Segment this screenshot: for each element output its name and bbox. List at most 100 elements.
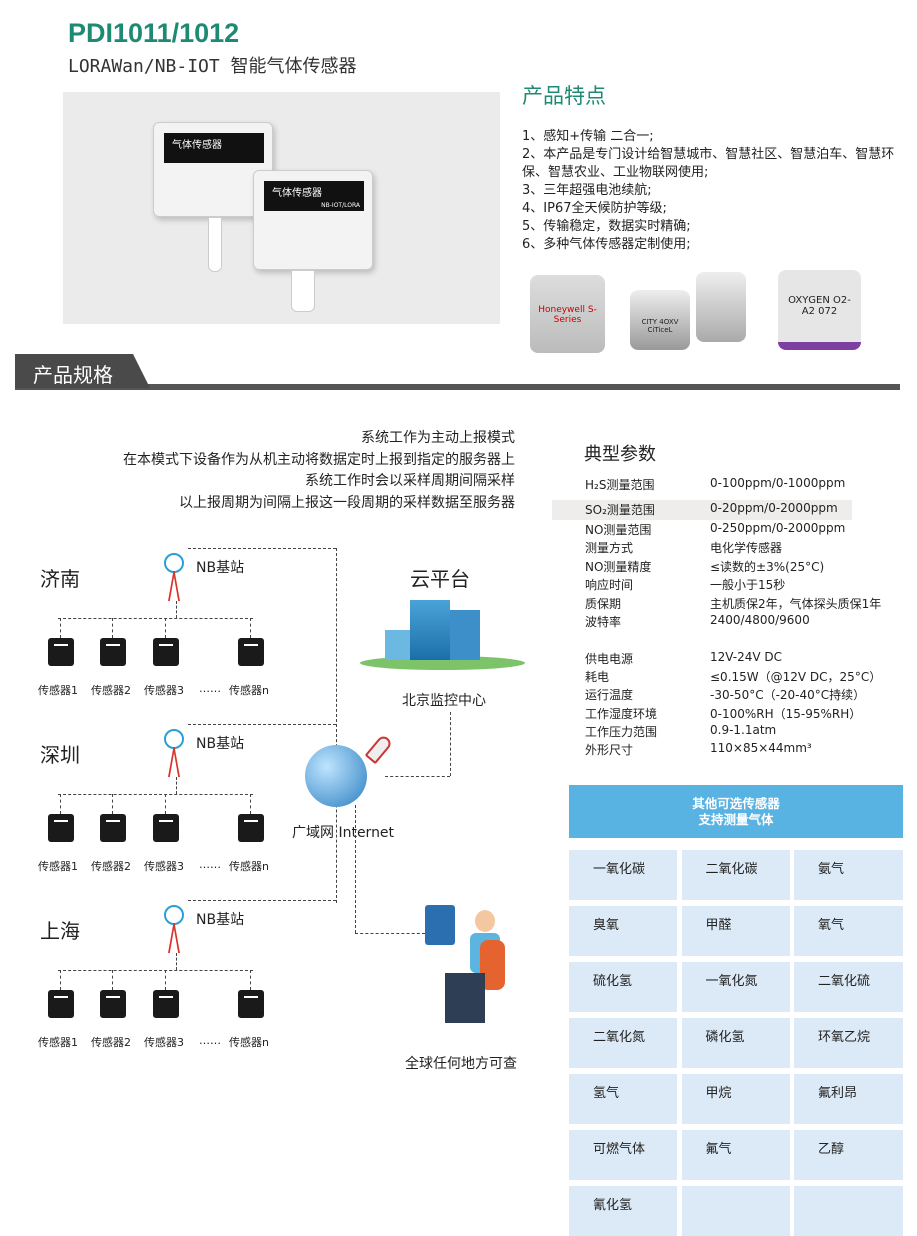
param-value: 0-250ppm/0-2000ppm <box>710 521 846 535</box>
dashed-link <box>355 805 356 933</box>
sensor-oxygen: OXYGEN O2-A2 072 <box>778 270 861 350</box>
param-value: 0.9-1.1atm <box>710 723 777 737</box>
param-value: -30-50°C（-20-40°C持续） <box>710 688 866 702</box>
cloud-label: 云平台 <box>410 567 470 591</box>
dashed-link <box>176 601 177 618</box>
mode-line: 在本模式下设备作为从机主动将数据定时上报到指定的服务器上 <box>123 451 515 468</box>
sensor-device-icon <box>100 638 126 666</box>
dashed-link <box>188 548 336 549</box>
dashed-link <box>188 724 336 725</box>
param-row: 响应时间一般小于15秒 <box>552 576 912 594</box>
device-label: 传感器n <box>229 684 269 697</box>
sensor-device-icon <box>238 990 264 1018</box>
sensor-device-icon <box>153 814 179 842</box>
nb-station-label: NB基站 <box>196 560 245 576</box>
param-key: 外形尺寸 <box>585 743 634 757</box>
dashed-link <box>176 953 177 970</box>
sensor-device-icon <box>100 814 126 842</box>
gas-cell: 氟利昂 <box>794 1074 903 1124</box>
probe <box>291 270 315 312</box>
feature-item: 3、三年超强电池续航; <box>522 183 652 198</box>
param-key: 工作湿度环境 <box>585 707 658 721</box>
gas-cell: 乙醇 <box>794 1130 903 1180</box>
param-key: NO测量精度 <box>585 560 652 574</box>
monitor-center-label: 北京监控中心 <box>402 693 486 709</box>
dashed-link <box>165 794 166 814</box>
mode-description: 系统工作为主动上报模式 在本模式下设备作为从机主动将数据定时上报到指定的服务器上… <box>35 428 515 514</box>
tower-icon <box>160 729 188 777</box>
gas-cell: 氨气 <box>794 850 903 900</box>
dashed-link <box>60 970 61 990</box>
device-label: 传感器3 <box>144 1036 184 1049</box>
sensor-device-icon <box>100 990 126 1018</box>
device-label: …… <box>199 858 221 871</box>
tower-icon <box>160 905 188 953</box>
gas-cell: 可燃气体 <box>569 1130 677 1180</box>
features-heading: 产品特点 <box>522 84 606 108</box>
dashed-link <box>176 777 177 794</box>
dashed-link <box>60 618 61 638</box>
device-label: 传感器3 <box>144 684 184 697</box>
param-key: H₂S测量范围 <box>585 478 655 492</box>
feature-item: 2、本产品是专门设计给智慧城市、智慧社区、智慧泊车、智慧环保、智慧农业、工业物联… <box>522 147 895 180</box>
gas-cell: 二氧化氮 <box>569 1018 677 1068</box>
param-key: 工作压力范围 <box>585 725 658 739</box>
param-key: 测量方式 <box>585 541 634 555</box>
features-list: 1、感知+传输 二合一; 2、本产品是专门设计给智慧城市、智慧社区、智慧泊车、智… <box>522 128 912 254</box>
device-label: 传感器2 <box>91 860 131 873</box>
gas-cell: 氰化氢 <box>569 1186 677 1236</box>
feature-item: 1、感知+传输 二合一; <box>522 129 654 144</box>
param-key: 运行温度 <box>585 688 634 702</box>
feature-item: 6、多种气体传感器定制使用; <box>522 237 691 252</box>
sensor-device-icon <box>153 990 179 1018</box>
nb-station-label: NB基站 <box>196 736 245 752</box>
sensor-device-icon <box>238 638 264 666</box>
params-heading: 典型参数 <box>584 444 656 465</box>
device-label: 传感器3 <box>144 860 184 873</box>
param-value: 110×85×44mm³ <box>710 741 812 755</box>
device-box-1: 气体传感器 <box>153 122 273 217</box>
param-key: 质保期 <box>585 597 622 611</box>
dashed-link <box>450 712 451 776</box>
dashed-link <box>112 794 113 814</box>
mode-line: 系统工作时会以采样周期间隔采样 <box>305 473 515 489</box>
city-name: 深圳 <box>40 743 80 767</box>
param-row: NO测量精度 ≤读数的±3%(25°C) <box>552 558 912 576</box>
section-divider <box>15 384 900 390</box>
cloud-platform-icon <box>360 600 525 670</box>
mode-line: 系统工作为主动上报模式 <box>361 430 515 446</box>
dashed-link <box>58 618 253 619</box>
dashed-link <box>250 970 251 990</box>
dashed-link <box>336 548 337 903</box>
device-label: …… <box>199 1034 221 1047</box>
gas-cell: 二氧化硫 <box>794 962 903 1012</box>
device-label: …… <box>199 682 221 695</box>
param-key: 波特率 <box>585 615 622 629</box>
param-row: 质保期主机质保2年，气体探头质保1年 <box>552 595 912 613</box>
param-row: 工作压力范围 0.9-1.1atm <box>552 723 912 741</box>
city-name: 济南 <box>40 567 80 591</box>
gas-cell: 一氧化碳 <box>569 850 677 900</box>
dashed-link <box>165 618 166 638</box>
param-value: ≤读数的±3%(25°C) <box>710 560 825 574</box>
product-subtitle: LORAWan/NB-IOT 智能气体传感器 <box>68 56 357 77</box>
internet-label: 广域网 Internet <box>292 825 395 841</box>
gas-cell: 环氧乙烷 <box>794 1018 903 1068</box>
dashed-link <box>58 794 253 795</box>
dashed-link <box>112 970 113 990</box>
signal-ring <box>164 553 184 573</box>
dashed-link <box>60 794 61 814</box>
device-label: 传感器1 <box>38 1036 78 1049</box>
dashed-link <box>188 900 336 901</box>
anywhere-label: 全球任何地方可查 <box>405 1056 517 1072</box>
param-row: 耗电≤0.15W（@12V DC，25°C） <box>552 668 912 686</box>
feature-item: 5、传输稳定，数据实时精确; <box>522 219 691 234</box>
gas-cell: 氢气 <box>569 1074 677 1124</box>
dashed-link <box>58 970 253 971</box>
device-label-plate: 气体传感器 <box>164 133 264 163</box>
param-key: 耗电 <box>585 670 610 684</box>
sensor-city: CITY 4OXV CiTiceL <box>630 290 690 350</box>
sensor-device-icon <box>153 638 179 666</box>
